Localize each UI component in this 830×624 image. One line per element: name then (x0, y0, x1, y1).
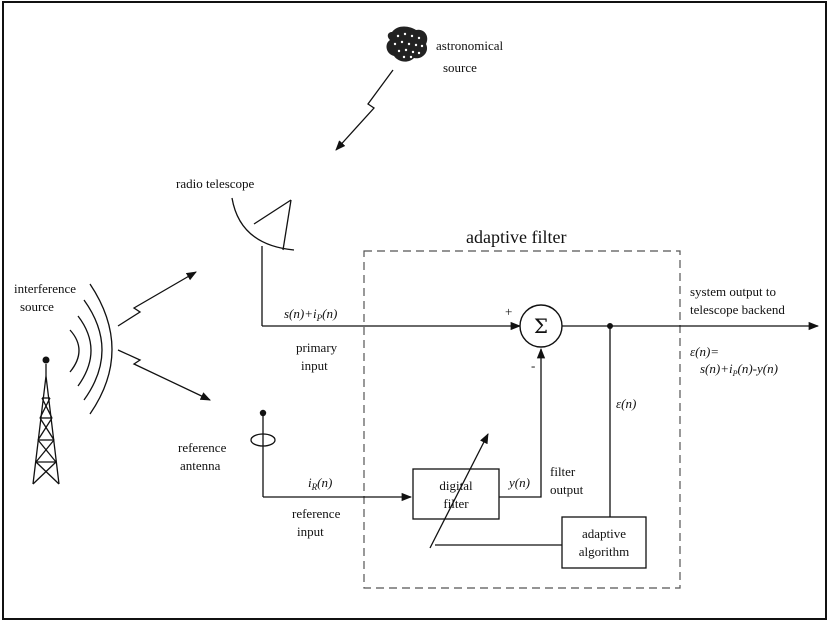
interference-source-label-1: interference (14, 281, 76, 296)
astronomical-source-icon (386, 26, 428, 62)
error-equation-head: ε(n)= (690, 344, 719, 359)
radio-telescope-label: radio telescope (176, 176, 255, 191)
error-signal-label: ε(n) (616, 396, 636, 411)
adaptive-filter-box (363, 250, 681, 589)
reference-antenna-label-2: antenna (180, 458, 221, 473)
adaptive-algorithm-label-1: adaptive (582, 526, 626, 541)
digital-filter-label-1: digital (439, 478, 473, 493)
digital-filter-label-2: filter (443, 496, 469, 511)
astronomical-signal-arrow (335, 69, 394, 151)
filter-output-line (499, 347, 546, 498)
adaptive-algorithm-label-2: algorithm (579, 544, 630, 559)
filter-output-label-2: output (550, 482, 584, 497)
minus-sign: - (531, 358, 535, 373)
interference-arrow-to-reference (117, 349, 211, 401)
astronomical-source-label-1: astronomical (436, 38, 504, 53)
sigma-symbol: Σ (534, 314, 548, 338)
filter-signal-label: y(n) (507, 475, 530, 490)
reference-antenna-loop-icon (250, 433, 276, 447)
interference-waves-icon (69, 283, 113, 415)
reference-antenna-label-1: reference (178, 440, 227, 455)
radio-telescope-dish-icon (231, 197, 295, 326)
reference-input-label-2: input (297, 524, 324, 539)
reference-input-label-1: reference (292, 506, 341, 521)
transmission-tower-icon (32, 356, 60, 485)
digital-filter-box (412, 468, 500, 520)
interference-source-label-2: source (20, 299, 54, 314)
filter-output-label-1: filter (550, 464, 576, 479)
system-output-label-2: telescope backend (690, 302, 785, 317)
error-equation-body: s(n)+iP(n)-y(n) (700, 361, 778, 378)
system-output-label-1: system output to (690, 284, 776, 299)
adaptation-arrow (429, 433, 489, 549)
adaptive-filter-title: adaptive filter (466, 227, 566, 247)
reference-signal-label: iR(n) (308, 475, 332, 492)
adaptive-algorithm-box (561, 516, 647, 569)
plus-sign: + (505, 304, 512, 319)
primary-input-label-1: primary (296, 340, 338, 355)
primary-input-label-2: input (301, 358, 328, 373)
primary-signal-label: s(n)+iP(n) (284, 306, 337, 323)
interference-arrow-to-telescope (117, 271, 197, 327)
astronomical-source-label-2: source (443, 60, 477, 75)
